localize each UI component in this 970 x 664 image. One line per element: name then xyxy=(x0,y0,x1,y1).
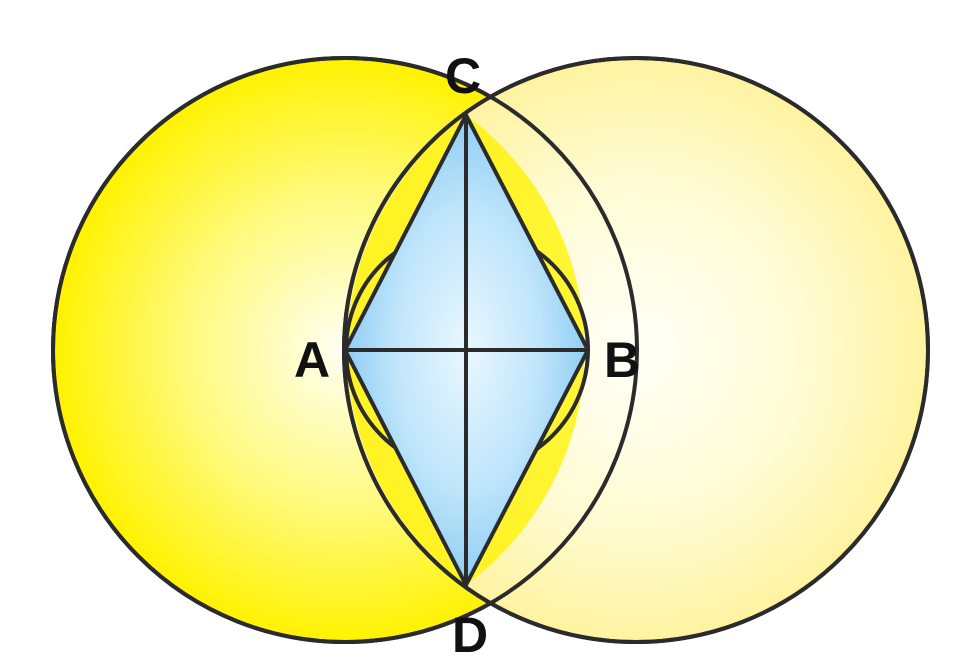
circle-a-outline xyxy=(51,56,639,644)
label-point-a: A xyxy=(294,332,330,388)
label-point-c: C xyxy=(445,48,481,104)
label-point-b: B xyxy=(604,332,640,388)
label-point-d: D xyxy=(452,607,488,663)
